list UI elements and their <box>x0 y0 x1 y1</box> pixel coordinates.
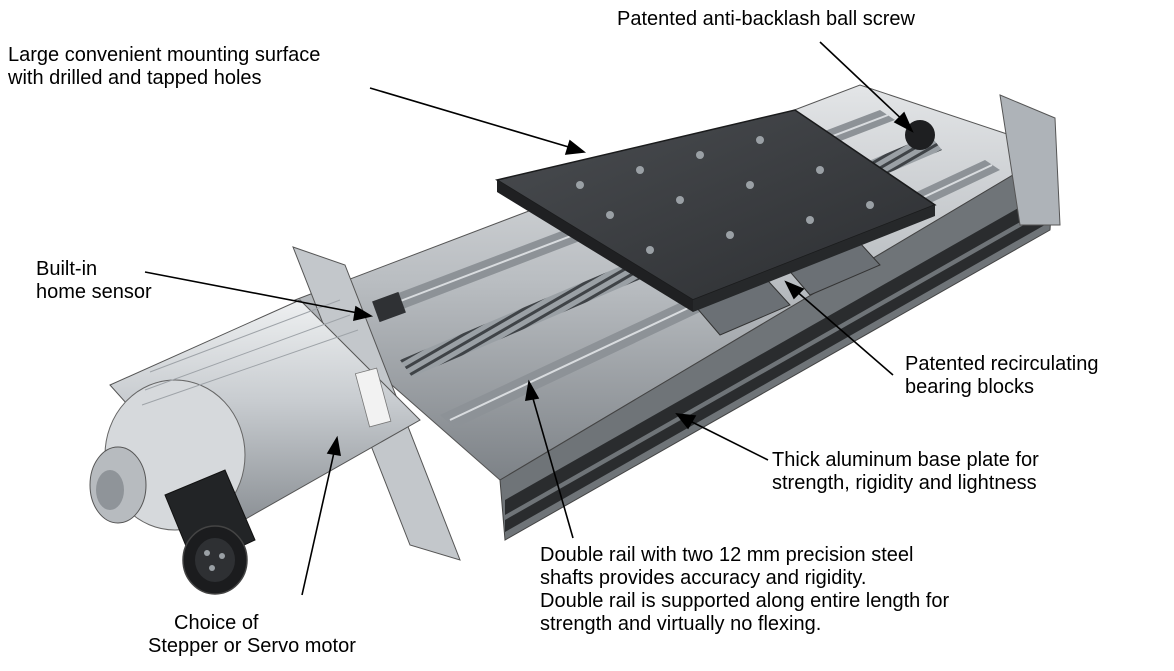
label-ball-screw: Patented anti-backlash ball screw <box>617 8 915 31</box>
end-bearing <box>905 120 935 150</box>
label-double-rail-line-2: shafts provides accuracy and rigidity. <box>540 567 867 589</box>
leader-mounting-surface <box>369 87 573 149</box>
label-mounting-surface-line-1: Large convenient mounting surface <box>8 44 321 66</box>
label-motor-line-2: Stepper or Servo motor <box>148 635 356 657</box>
label-double-rail-line-1: Double rail with two 12 mm precision ste… <box>540 544 914 566</box>
leader-home-sensor <box>144 271 359 314</box>
label-home-sensor: Built-in home sensor <box>36 258 152 304</box>
motor-connector <box>164 469 256 595</box>
label-double-rail-line-4: strength and virtually no flexing. <box>540 613 822 635</box>
home-sensor <box>372 291 406 323</box>
label-home-sensor-line-2: home sensor <box>36 281 152 303</box>
leader-motor <box>301 447 336 596</box>
label-double-rail-line-3: Double rail is supported along entire le… <box>540 590 950 612</box>
label-base-plate: Thick aluminum base plate for strength, … <box>772 449 1039 495</box>
leader-bearing-blocks <box>794 289 894 376</box>
label-home-sensor-line-1: Built-in <box>36 258 98 280</box>
mounting-plate <box>495 109 937 312</box>
label-bearing-blocks: Patented recirculating bearing blocks <box>905 353 1098 399</box>
label-mounting-surface-line-2: with drilled and tapped holes <box>8 67 262 89</box>
far-end-plate <box>999 94 1061 226</box>
label-motor-line-1: Choice of <box>174 612 259 634</box>
callout-leaders <box>144 41 914 596</box>
leader-double-rail <box>531 394 574 539</box>
label-bearing-blocks-line-1: Patented recirculating <box>905 353 1099 375</box>
leader-ball-screw <box>819 41 909 126</box>
leader-base-plate <box>687 419 769 461</box>
label-base-plate-line-2: strength, rigidity and lightness <box>772 472 1037 494</box>
label-bearing-blocks-line-2: bearing blocks <box>905 376 1034 398</box>
label-double-rail: Double rail with two 12 mm precision ste… <box>540 544 949 636</box>
label-base-plate-line-1: Thick aluminum base plate for <box>772 449 1039 471</box>
label-ball-screw-line-1: Patented anti-backlash ball screw <box>617 8 915 30</box>
label-mounting-surface: Large convenient mounting surface with d… <box>8 44 320 90</box>
label-motor: Choice of Stepper or Servo motor <box>148 612 356 658</box>
